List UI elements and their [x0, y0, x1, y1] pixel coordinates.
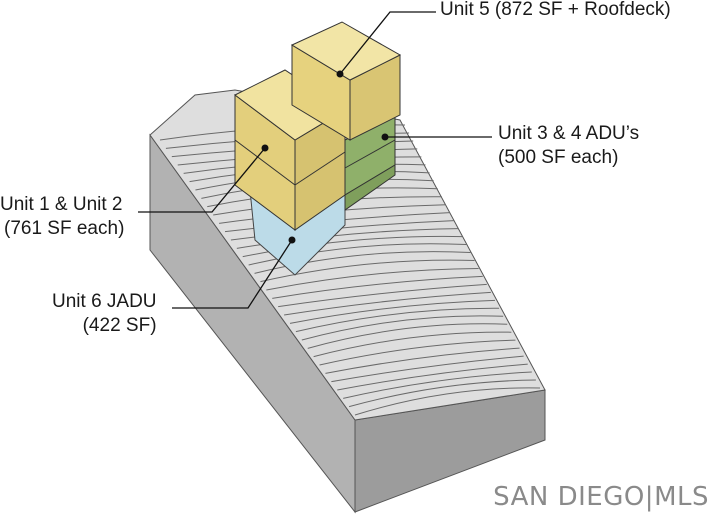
label-unit12: Unit 1 & Unit 2 (761 SF each): [0, 193, 124, 241]
contour-line: [260, 259, 475, 283]
contour-line: [354, 387, 541, 416]
contour-line: [278, 283, 487, 308]
contour-line: [289, 299, 496, 324]
contour-line: [284, 291, 491, 316]
dot-unit6: [288, 236, 296, 244]
contour-line: [248, 243, 467, 266]
mls-watermark: SAN DIEGO|MLS: [493, 482, 709, 512]
dot-unit5: [336, 70, 344, 78]
contour-line: [331, 355, 524, 383]
label-unit5: Unit 5 (872 SF + Roofdeck): [440, 0, 671, 20]
dot-unit34: [381, 133, 389, 141]
label-unit34-line2: (500 SF each): [498, 147, 619, 168]
unit12-floor-line-right: [294, 151, 346, 186]
contour-line: [343, 371, 532, 399]
leader-unit5: [339, 11, 436, 75]
contour-line: [313, 331, 512, 358]
label-unit34: Unit 3 & 4 ADU’s (500 SF each): [498, 122, 639, 170]
contour-line: [307, 323, 508, 349]
contour-line: [254, 251, 471, 274]
contour-line: [319, 339, 516, 366]
unit12-floor-line: [234, 139, 296, 186]
contour-line: [272, 275, 483, 299]
label-unit6-line2: (422 SF): [82, 315, 157, 336]
contour-line: [348, 379, 536, 408]
building-massing: [234, 21, 402, 276]
leader-lines: [138, 11, 492, 309]
label-unit34-line1: Unit 3 & 4 ADU’s: [498, 123, 640, 144]
contour-line: [295, 307, 500, 333]
label-unit12-line2: (761 SF each): [4, 218, 125, 239]
contour-line: [266, 267, 479, 291]
leader-dots: [261, 70, 389, 244]
dot-unit12: [261, 144, 269, 152]
contour-line: [301, 315, 504, 341]
unit34-floor-line: [344, 139, 396, 169]
leader-unit12: [138, 147, 266, 213]
leader-unit6: [172, 239, 293, 309]
label-unit6-line1: Unit 6 JADU: [52, 291, 157, 312]
label-unit12-line1: Unit 1 & Unit 2: [0, 194, 123, 215]
unit5-top-face: [290, 21, 402, 81]
unit34-green-lower: [344, 164, 396, 211]
contour-line: [337, 363, 528, 391]
label-unit6: Unit 6 JADU (422 SF): [52, 290, 157, 338]
contour-line: [325, 347, 520, 374]
